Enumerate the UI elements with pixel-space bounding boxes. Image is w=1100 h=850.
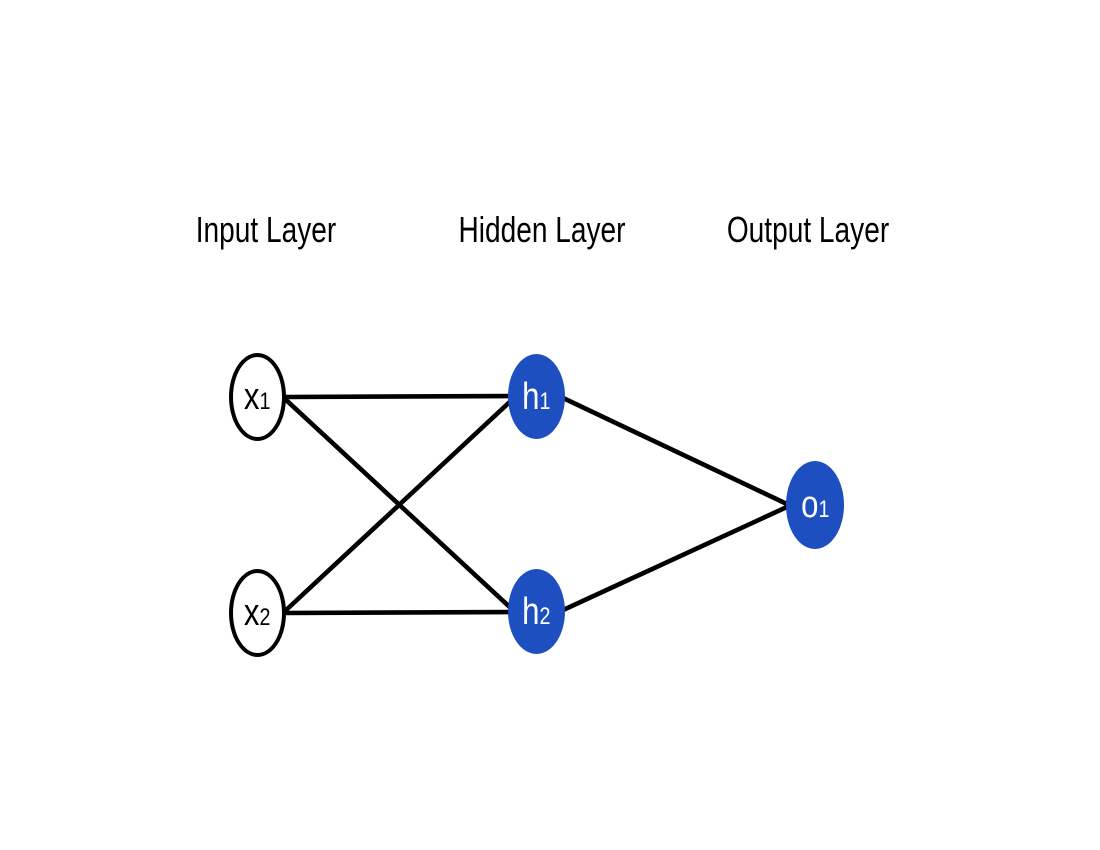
node-h2-label: h2 [522,593,550,631]
hidden-layer-header: Hidden Layer [435,211,649,249]
node-o1: o1 [786,461,844,549]
node-x2-label-base: x [244,592,260,634]
node-x2-label: x2 [244,594,271,632]
node-x1: x1 [229,353,286,441]
hidden-layer-header-label: Hidden Layer [458,209,626,250]
node-h2-label-base: h [522,590,540,633]
node-h1-label-sub: 1 [539,387,551,415]
edge-h1-o1 [558,394,792,508]
node-o1-label-sub: 1 [818,496,830,523]
input-layer-header: Input Layer [176,211,356,249]
node-h2: h2 [508,569,565,654]
node-h2-label-sub: 2 [539,602,551,630]
node-x2-label-sub: 2 [259,604,271,631]
node-h1: h1 [508,354,565,439]
node-x1-label-base: x [244,376,260,418]
output-layer-header: Output Layer [704,211,912,249]
edge-x2-h2 [281,609,517,616]
edge-x2-h1 [281,395,517,615]
edge-x1-h1 [281,393,517,400]
node-o1-label-base: o [800,484,819,526]
input-layer-header-label: Input Layer [195,209,337,250]
node-h1-label: h1 [522,378,550,416]
node-x2: x2 [229,569,286,657]
node-x1-label: x1 [244,378,271,416]
node-x1-label-sub: 1 [259,388,271,415]
output-layer-header-label: Output Layer [726,209,890,250]
node-o1-label: o1 [801,486,829,524]
node-h1-label-base: h [522,375,540,418]
edge-h2-o1 [558,503,792,614]
